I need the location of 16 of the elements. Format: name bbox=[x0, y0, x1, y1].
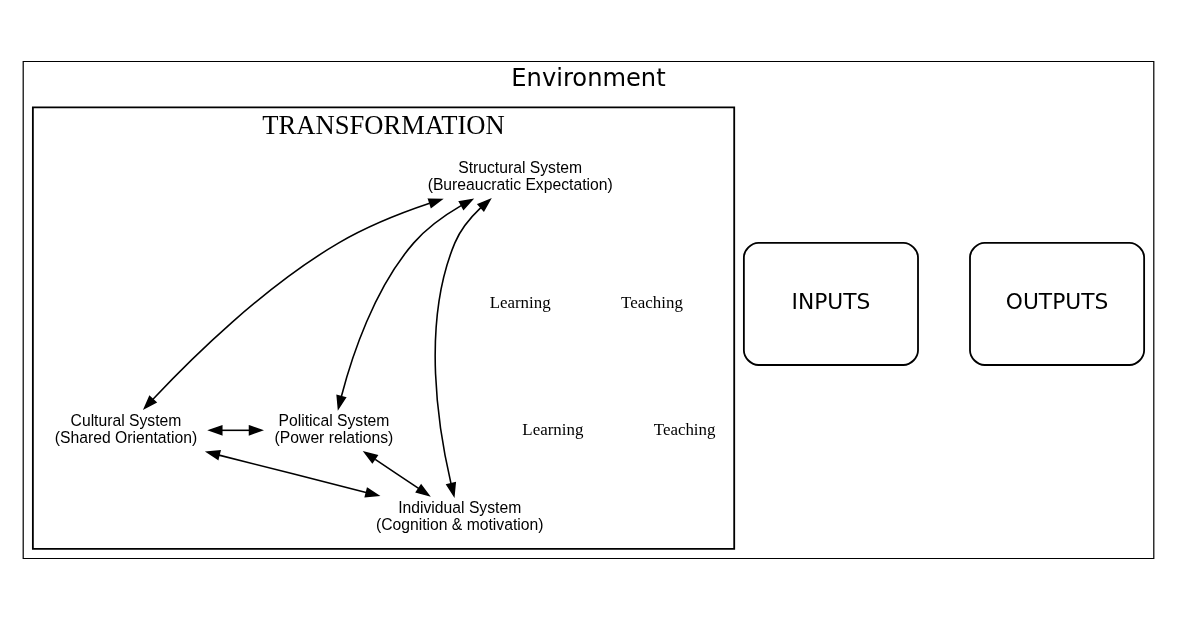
node-box: INPUTS bbox=[742, 242, 919, 366]
node-text: Political System (Power relations) bbox=[274, 411, 394, 446]
label: Learning bbox=[522, 419, 584, 439]
label: Teaching bbox=[621, 293, 683, 313]
arrow bbox=[434, 197, 492, 498]
node-text: Individual System (Cognition & motivation) bbox=[375, 499, 544, 533]
arrow bbox=[336, 198, 475, 411]
node-text: Structural System (Bureaucratic Expectation) bbox=[427, 159, 613, 194]
arrow bbox=[204, 450, 381, 498]
label: Teaching bbox=[653, 419, 716, 439]
arrow bbox=[362, 450, 431, 497]
arrow bbox=[207, 424, 264, 436]
node-box: OUTPUTS bbox=[969, 242, 1146, 366]
arrow bbox=[142, 198, 444, 411]
label: Learning bbox=[489, 293, 551, 313]
node-text: Cultural System (Shared Orientation) bbox=[54, 411, 198, 446]
